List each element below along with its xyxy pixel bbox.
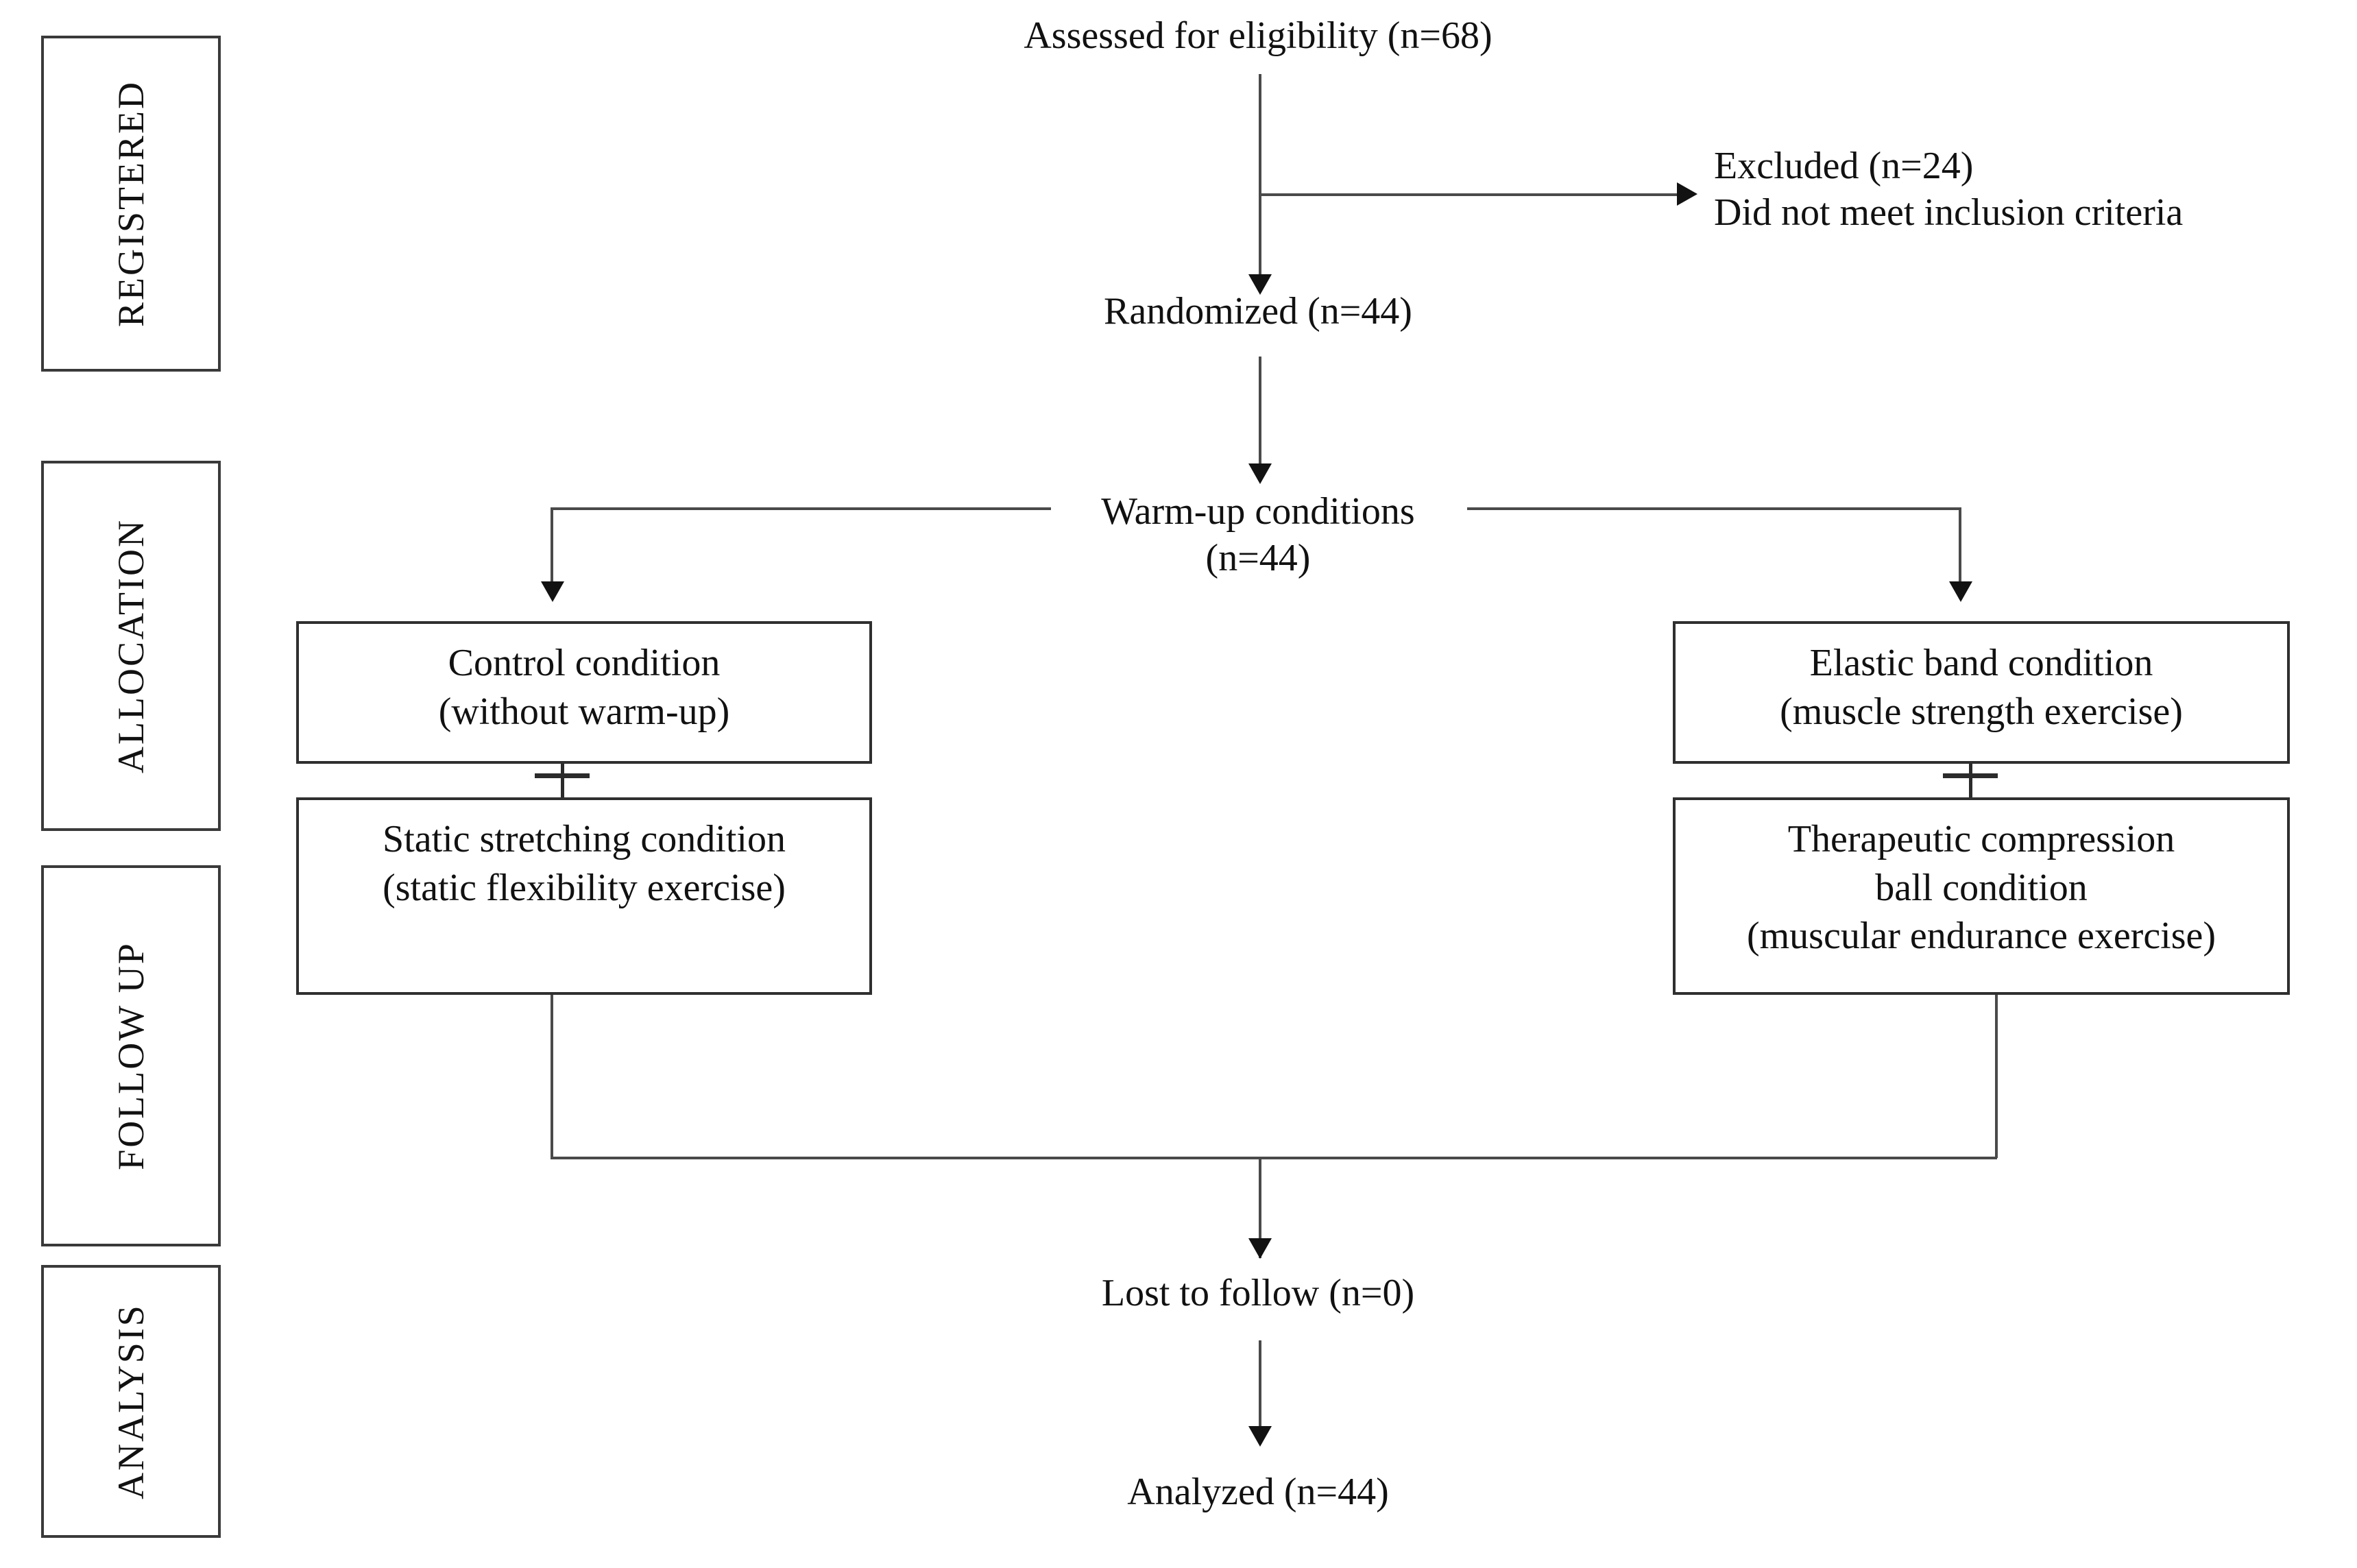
arrowhead-to-lost-to-follow [1248, 1238, 1272, 1259]
arrowhead-to-elastic-band-condition [1949, 581, 1972, 602]
connector-warmup-split-left [551, 507, 1051, 510]
phase-label-registered: REGISTERED [110, 80, 152, 327]
connector-control-to-static-stem [561, 764, 564, 798]
arrowhead-to-analyzed [1248, 1426, 1272, 1447]
node-warmup-conditions: Warm-up conditions (n=44) [1101, 490, 1415, 580]
connector-merge-bar [551, 1157, 1997, 1159]
box-control-condition: Control condition (without warm-up) [296, 621, 872, 764]
connector-assessed-to-randomized [1259, 74, 1261, 287]
phase-label-follow-up: FOLLOW UP [110, 941, 152, 1170]
connector-elastic-to-ball-stem [1969, 764, 1972, 798]
connector-warmup-down-right [1959, 507, 1961, 588]
connector-elastic-to-ball-cap [1943, 773, 1998, 778]
arrowhead-assessed-to-randomized [1248, 274, 1272, 295]
box-compression-ball-condition: Therapeutic compression ball condition (… [1673, 797, 2290, 995]
connector-lost-to-analyzed [1259, 1340, 1261, 1443]
arrowhead-to-control-condition [541, 581, 564, 602]
connector-static-down [551, 995, 553, 1158]
phase-box-follow-up: FOLLOW UP [41, 865, 221, 1246]
connector-merge-to-lost [1259, 1157, 1261, 1258]
box-elastic-band-condition: Elastic band condition (muscle strength … [1673, 621, 2290, 764]
phase-label-allocation: ALLOCATION [110, 518, 152, 773]
node-excluded: Excluded (n=24) Did not meet inclusion c… [1714, 145, 2184, 234]
connector-warmup-split-right [1467, 507, 1961, 510]
phase-label-analysis: ANALYSIS [110, 1303, 152, 1499]
connector-to-excluded [1260, 193, 1678, 196]
phase-box-allocation: ALLOCATION [41, 461, 221, 831]
connector-warmup-down-left [551, 507, 553, 588]
node-analyzed: Analyzed (n=44) [1127, 1471, 1389, 1513]
connector-control-to-static-cap [535, 773, 590, 778]
box-static-stretching-condition: Static stretching condition (static flex… [296, 797, 872, 995]
connector-ball-down [1995, 995, 1998, 1158]
node-randomized: Randomized (n=44) [1104, 290, 1412, 333]
phase-box-registered: REGISTERED [41, 36, 221, 372]
node-assessed-for-eligibility: Assessed for eligibility (n=68) [1024, 14, 1492, 57]
node-lost-to-follow: Lost to follow (n=0) [1101, 1272, 1415, 1314]
phase-box-analysis: ANALYSIS [41, 1265, 221, 1538]
connector-randomized-to-warmup [1259, 357, 1261, 480]
arrowhead-randomized-to-warmup [1248, 463, 1272, 484]
arrowhead-to-excluded [1677, 182, 1697, 206]
